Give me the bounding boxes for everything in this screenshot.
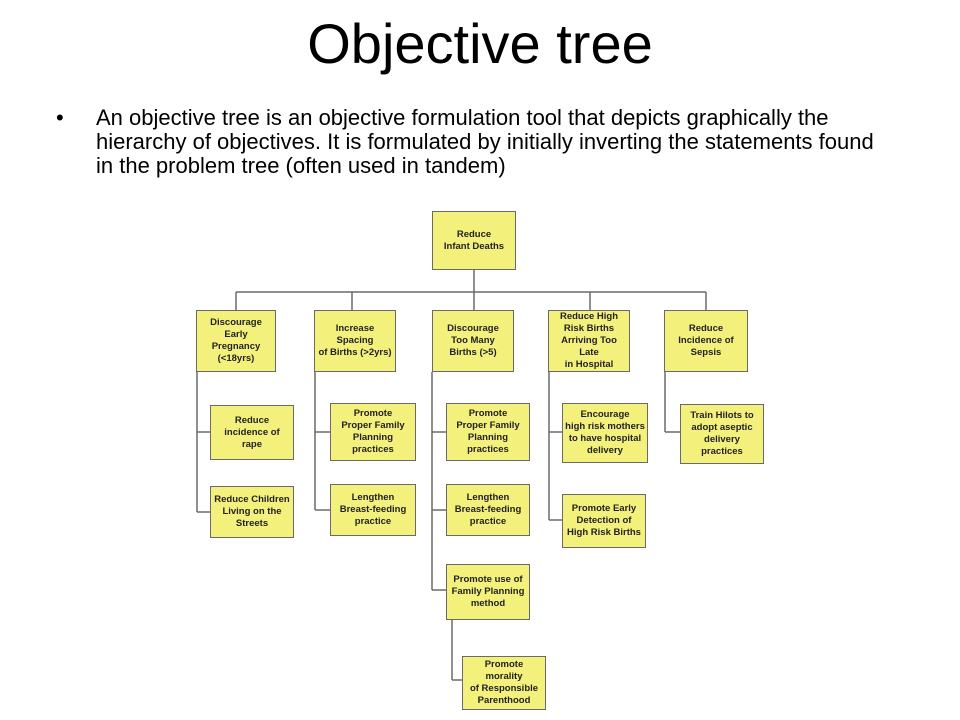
- slide-title: Objective tree: [307, 12, 653, 75]
- reduce-rape-box: Reduce incidence of rape: [210, 405, 294, 460]
- diagram-cover: [120, 190, 840, 208]
- root-objective-box: Reduce Infant Deaths: [432, 211, 516, 270]
- objective-too-many-births-box: Discourage Too Many Births (>5): [432, 310, 514, 372]
- promote-family-planning-box-b: Promote Proper Family Planning practices: [446, 403, 530, 461]
- early-detection-box: Promote Early Detection of High Risk Bir…: [562, 494, 646, 548]
- encourage-hospital-delivery-box: Encourage high risk mothers to have hosp…: [562, 403, 648, 463]
- objective-high-risk-births-box: Reduce High Risk Births Arriving Too Lat…: [548, 310, 630, 372]
- lengthen-breastfeeding-box-b: Lengthen Breast-feeding practice: [446, 484, 530, 536]
- objective-sepsis-box: Reduce Incidence of Sepsis: [664, 310, 748, 372]
- promote-family-planning-box-a: Promote Proper Family Planning practices: [330, 403, 416, 461]
- bullet-text: An objective tree is an objective formul…: [96, 106, 874, 178]
- objective-birth-spacing-box: Increase Spacing of Births (>2yrs): [314, 310, 396, 372]
- promote-family-planning-method-box: Promote use of Family Planning method: [446, 564, 530, 620]
- reduce-street-children-box: Reduce Children Living on the Streets: [210, 486, 294, 538]
- lengthen-breastfeeding-box-a: Lengthen Breast-feeding practice: [330, 484, 416, 536]
- objective-early-pregnancy-box: Discourage Early Pregnancy (<18yrs): [196, 310, 276, 372]
- bullet-clip: • An objective tree is an objective form…: [56, 106, 886, 206]
- bullet-dot: •: [56, 106, 64, 130]
- promote-responsible-parenthood-box: Promote morality of Responsible Parentho…: [462, 656, 546, 710]
- train-hilots-box: Train Hilots to adopt aseptic delivery p…: [680, 404, 764, 464]
